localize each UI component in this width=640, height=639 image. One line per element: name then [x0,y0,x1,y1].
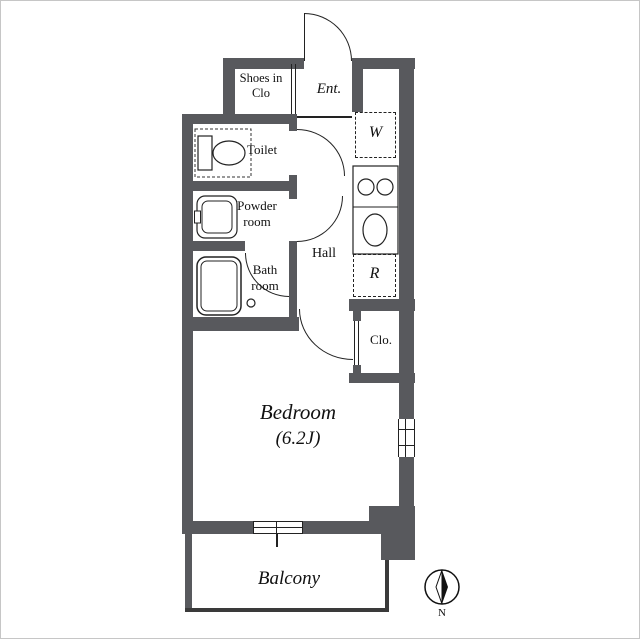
wall-corner-block [369,506,415,534]
label-bath-room: Bath room [240,262,290,294]
kitchen-sink-icon [362,213,388,247]
bedroom-door-arc [299,309,353,360]
wall-hall-seg-a [289,122,297,131]
label-washer: W [368,124,383,141]
side-window-tick-1 [398,429,415,430]
wall-bedroom-top [182,317,299,331]
entrance-door-arc [304,13,352,61]
washbasin-icon [194,195,238,239]
bathtub-icon [196,256,256,316]
label-entrance: Ent. [316,81,342,97]
wall-toilet-powder [182,181,297,191]
label-balcony: Balcony [257,568,321,589]
bedroom-side-window [398,419,415,457]
kitchen-counter-icon [352,165,399,255]
wall-pillar [381,534,415,560]
wall-closet-left-b [353,365,361,375]
label-powder-room: Powder room [228,198,286,230]
label-closet: Clo. [369,332,393,347]
balcony-left-wall [185,534,192,611]
label-bath-line1: Bath [252,262,278,277]
wall-shoes-left [223,58,235,118]
shoes-closet-door-line-1 [291,64,292,114]
wall-hall-seg-c [289,241,297,321]
wall-top-right [352,58,415,69]
closet-door-line-1 [354,321,355,365]
entrance-step-line [297,116,352,118]
wall-closet-bottom [349,373,415,383]
label-bedroom: Bedroom (6.2J) [215,399,381,451]
compass-north-icon [424,569,460,605]
washer-space-box [355,112,396,158]
closet-door-line-2 [358,321,359,365]
label-toilet: Toilet [246,142,278,157]
side-window-tick-2 [398,445,415,446]
shoes-closet-door-line-2 [295,64,296,114]
stove-burner-icon [357,178,375,196]
label-bedroom-name: Bedroom [259,400,337,424]
label-shoes-closet-line1: Shoes in [239,71,283,85]
sliding-window-end-2 [302,521,303,534]
label-powder-line1: Powder [237,198,277,213]
sliding-window-center-line [253,527,303,528]
stove-burner-icon [376,178,394,196]
label-north: N [438,607,446,619]
label-bedroom-size: (6.2J) [275,428,321,449]
side-window-center-line [405,419,406,457]
powder-room-door-arc [297,196,343,242]
fridge-space-box [353,254,396,297]
sliding-window-end-1 [253,521,254,534]
entrance-door-leaf [304,13,305,61]
balcony-divider [276,534,278,547]
wall-closet-left-a [353,311,361,321]
wall-right [399,58,414,521]
label-bath-line2: room [251,278,279,293]
wall-toilet-top [182,114,297,124]
label-powder-line2: room [243,214,271,229]
sliding-window-latch [276,521,277,534]
label-fridge: R [369,265,380,282]
toilet-icon [194,128,252,178]
wall-closet-top [349,299,415,311]
label-shoes-closet: Shoes in Clo [232,71,290,101]
label-hall: Hall [311,246,337,261]
wall-powder-bath [182,241,245,251]
label-shoes-closet-line2: Clo [251,86,271,100]
wall-top-left [223,58,304,69]
wall-ent-washer-stub [352,58,363,112]
balcony-right-rail [385,560,389,612]
toilet-door-arc [297,129,345,176]
balcony-bottom-rail [185,608,389,612]
